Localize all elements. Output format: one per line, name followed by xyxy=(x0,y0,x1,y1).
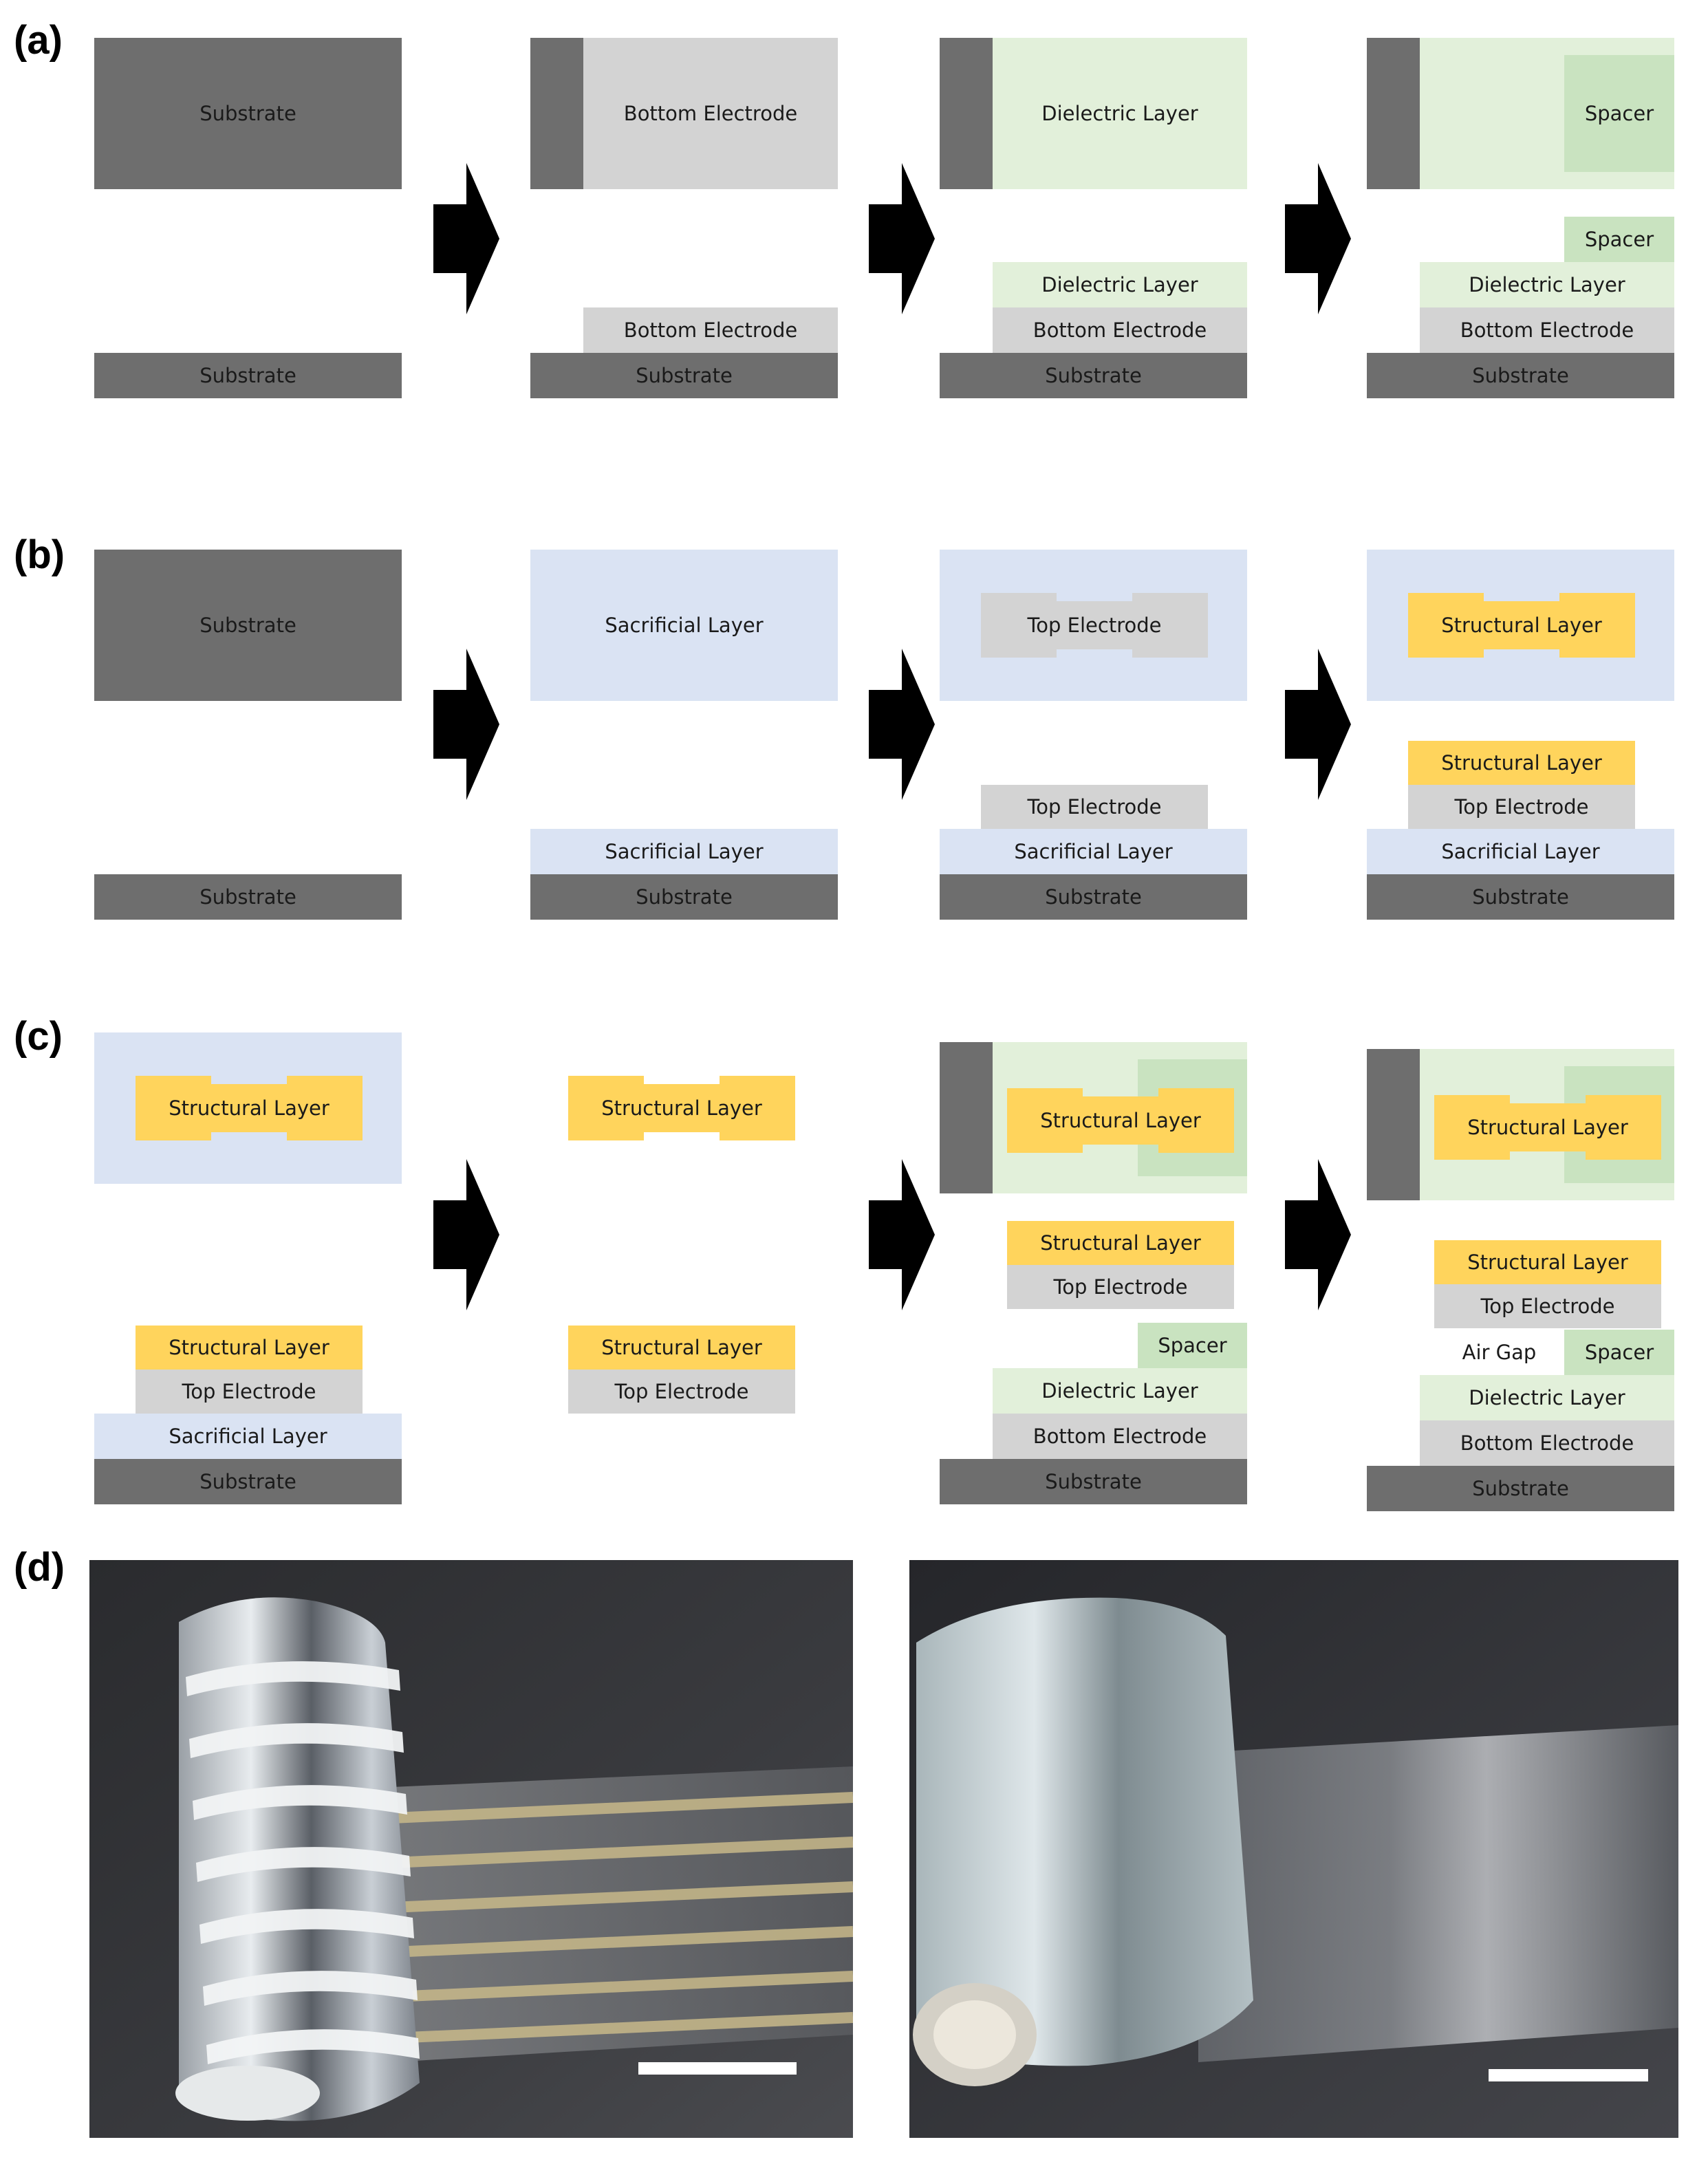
c1-stack-structural: Structural Layer xyxy=(136,1326,363,1370)
a2-mask-bottom-electrode: Bottom Electrode xyxy=(583,38,838,189)
c2-stack-structural: Structural Layer xyxy=(568,1326,795,1370)
b2-stack-substrate: Substrate xyxy=(530,874,838,920)
right-arrow-icon xyxy=(869,1159,935,1310)
c1-stack-top-electrode: Top Electrode xyxy=(136,1370,363,1414)
c1-stack-sacrificial: Sacrificial Layer xyxy=(94,1414,402,1459)
panel-d-label: (d) xyxy=(14,1545,65,1590)
a2-stack-substrate: Substrate xyxy=(530,353,838,398)
a1-stack-substrate: Substrate xyxy=(94,353,402,398)
a4-stack-bottom-electrode: Bottom Electrode xyxy=(1420,307,1674,353)
right-arrow-icon xyxy=(1285,163,1351,314)
b3-stack-sacrificial: Sacrificial Layer xyxy=(940,829,1247,874)
c2-structural-label: Structural Layer xyxy=(601,1096,762,1120)
c3-stack-dielectric: Dielectric Layer xyxy=(993,1368,1247,1414)
b1-stack-substrate: Substrate xyxy=(94,874,402,920)
c4-air-gap-label: Air Gap xyxy=(1462,1341,1537,1364)
b3-stack-top-electrode: Top Electrode xyxy=(981,785,1208,829)
c4-mask-structural-label: Structural Layer xyxy=(1467,1116,1628,1139)
right-arrow-icon xyxy=(1285,649,1351,800)
c4-stack-top-electrode: Top Electrode xyxy=(1434,1284,1661,1328)
c4-stack-bottom-electrode: Bottom Electrode xyxy=(1420,1420,1674,1466)
c4-stack-spacer: Spacer xyxy=(1564,1330,1674,1375)
c3-mask-structural-label: Structural Layer xyxy=(1040,1109,1201,1132)
b2-mask-sacrificial: Sacrificial Layer xyxy=(530,550,838,701)
scale-bar-left xyxy=(638,2062,797,2075)
b2-stack-sacrificial: Sacrificial Layer xyxy=(530,829,838,874)
panel-a-label: (a) xyxy=(14,18,63,63)
b4-mask-structural-shape xyxy=(1408,593,1635,658)
b4-mask-structural-label: Structural Layer xyxy=(1441,614,1602,637)
c1-mask-structural-shape xyxy=(136,1076,363,1140)
c3-stack-top-electrode: Top Electrode xyxy=(1007,1265,1234,1309)
striped-film-roll-photo xyxy=(89,1560,853,2138)
b3-mask-top-electrode-label: Top Electrode xyxy=(1027,614,1162,637)
right-arrow-icon xyxy=(433,649,499,800)
b1-mask-substrate: Substrate xyxy=(94,550,402,701)
b4-stack-structural: Structural Layer xyxy=(1408,741,1635,785)
c4-stack-structural: Structural Layer xyxy=(1434,1240,1661,1284)
a4-mask-spacer: Spacer xyxy=(1564,55,1674,172)
c3-stack-bottom-electrode: Bottom Electrode xyxy=(993,1414,1247,1459)
c2-stack-top-electrode: Top Electrode xyxy=(568,1370,795,1414)
a3-stack-substrate: Substrate xyxy=(940,353,1247,398)
c4-mask-substrate-strip xyxy=(1367,1049,1420,1200)
c3-mask-substrate-strip xyxy=(940,1042,993,1193)
c1-mask-structural-label: Structural Layer xyxy=(169,1096,329,1120)
a3-mask-substrate-strip xyxy=(940,38,993,189)
c3-stack-substrate: Substrate xyxy=(940,1459,1247,1504)
c1-stack-substrate: Substrate xyxy=(94,1459,402,1504)
b4-stack-sacrificial: Sacrificial Layer xyxy=(1367,829,1674,874)
c4-stack-dielectric: Dielectric Layer xyxy=(1420,1375,1674,1420)
scale-bar-right xyxy=(1489,2069,1648,2081)
right-arrow-icon xyxy=(433,1159,499,1310)
c3-mask-structural-shape xyxy=(1007,1088,1234,1153)
right-arrow-icon xyxy=(869,163,935,314)
a4-stack-spacer: Spacer xyxy=(1564,217,1674,262)
c4-mask-structural-shape xyxy=(1434,1095,1661,1160)
b3-stack-substrate: Substrate xyxy=(940,874,1247,920)
panel-c-label: (c) xyxy=(14,1014,63,1059)
c3-stack-spacer: Spacer xyxy=(1138,1323,1247,1368)
c2-structural-shape xyxy=(568,1076,795,1140)
c4-stack-substrate: Substrate xyxy=(1367,1466,1674,1511)
right-arrow-icon xyxy=(869,649,935,800)
a3-stack-dielectric: Dielectric Layer xyxy=(993,262,1247,307)
a3-stack-bottom-electrode: Bottom Electrode xyxy=(993,307,1247,353)
a2-mask-substrate-strip xyxy=(530,38,583,189)
a4-stack-substrate: Substrate xyxy=(1367,353,1674,398)
panel-b-label: (b) xyxy=(14,532,65,577)
a3-mask-dielectric: Dielectric Layer xyxy=(993,38,1247,189)
b4-stack-top-electrode: Top Electrode xyxy=(1408,785,1635,829)
c3-stack-structural: Structural Layer xyxy=(1007,1221,1234,1265)
a4-mask-substrate-strip xyxy=(1367,38,1420,189)
right-arrow-icon xyxy=(433,163,499,314)
a4-stack-dielectric: Dielectric Layer xyxy=(1420,262,1674,307)
b3-mask-top-electrode-shape xyxy=(981,593,1208,658)
a1-mask-substrate: Substrate xyxy=(94,38,402,189)
transparent-film-roll-photo xyxy=(909,1560,1678,2138)
b4-stack-substrate: Substrate xyxy=(1367,874,1674,920)
a2-stack-bottom-electrode: Bottom Electrode xyxy=(583,307,838,353)
right-arrow-icon xyxy=(1285,1159,1351,1310)
